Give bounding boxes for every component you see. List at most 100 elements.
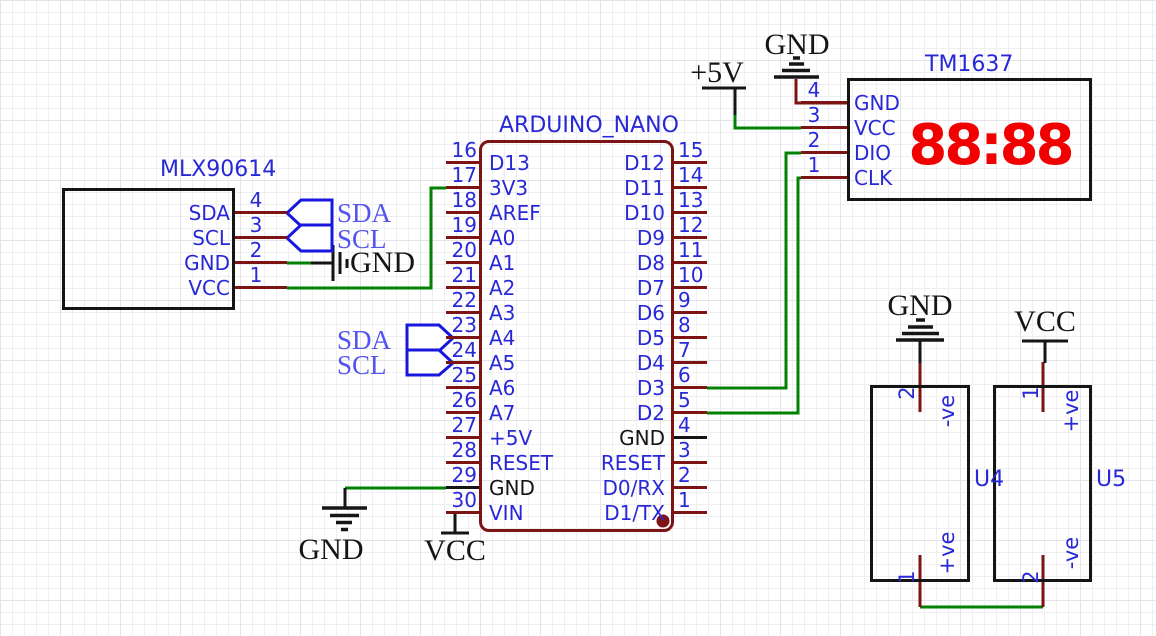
netflag-nano-scl[interactable] bbox=[405, 348, 456, 377]
tm1637-title: TM1637 bbox=[925, 52, 1014, 77]
netflag-nano-sda[interactable] bbox=[405, 323, 456, 353]
mlx-pin-label: SCL bbox=[192, 226, 230, 250]
u4-bottom-pin-label: +ve bbox=[935, 531, 959, 575]
tm1637-pin-number: 2 bbox=[807, 128, 821, 152]
nano-left-pin-stub[interactable] bbox=[446, 236, 479, 239]
wire-mlx-vcc-to-3v3[interactable] bbox=[287, 186, 446, 290]
mlx-pin-number: 1 bbox=[249, 263, 263, 287]
nano-right-pin-stub[interactable] bbox=[674, 186, 707, 189]
tm1637-pin-number: 3 bbox=[807, 103, 821, 127]
nano-right-pin-label: RESET bbox=[600, 451, 665, 475]
gnd-symbol-bottom[interactable] bbox=[322, 506, 367, 532]
nano-left-pin-stub[interactable] bbox=[446, 511, 479, 514]
nano-left-pin-label: AREF bbox=[489, 201, 541, 225]
nano-right-pin-number: 11 bbox=[678, 238, 704, 262]
netlabel-nano-sda-text: SDA bbox=[337, 325, 392, 355]
mlx-pin-stub[interactable] bbox=[235, 261, 287, 264]
nano-left-pin-stub[interactable] bbox=[446, 261, 479, 264]
gnd-symbol-u4[interactable] bbox=[896, 318, 944, 342]
mlx-pin-stub[interactable] bbox=[235, 236, 287, 239]
nano-left-pin-stub[interactable] bbox=[446, 211, 479, 214]
gnd-symbol-top[interactable] bbox=[774, 56, 819, 79]
nano-right-pin-label: D0/RX bbox=[602, 476, 665, 500]
tm1637-pin-stub[interactable] bbox=[801, 101, 847, 104]
tm1637-pin-stub[interactable] bbox=[801, 151, 847, 154]
nano-left-pin-number: 26 bbox=[451, 388, 477, 412]
u5-bottom-pin-number: 2 bbox=[1019, 570, 1043, 584]
nano-left-pin-number: 29 bbox=[451, 463, 477, 487]
gnd-bottom-text: GND bbox=[298, 533, 364, 566]
nano-left-pin-stub[interactable] bbox=[446, 311, 479, 314]
nano-left-pin-stub[interactable] bbox=[446, 161, 479, 164]
nano-right-pin-label: D12 bbox=[624, 151, 665, 175]
nano-left-pin-number: 20 bbox=[451, 238, 477, 262]
nano-left-pin-stub[interactable] bbox=[446, 286, 479, 289]
nano-right-pin-stub[interactable] bbox=[674, 461, 707, 464]
nano-left-pin-stub[interactable] bbox=[446, 386, 479, 389]
tm1637-body[interactable] bbox=[847, 78, 1092, 201]
netlabel-nano-scl-text: SCL bbox=[337, 350, 387, 380]
nano-right-pin-stub[interactable] bbox=[674, 236, 707, 239]
netflag-mlx-sda[interactable] bbox=[284, 198, 334, 228]
nano-right-pin-stub[interactable] bbox=[674, 311, 707, 314]
tm1637-pin-stub[interactable] bbox=[801, 126, 847, 129]
nano-right-pin-label: D11 bbox=[624, 176, 665, 200]
mlx90614-body[interactable] bbox=[62, 188, 235, 310]
arduino-title: ARDUINO_NANO bbox=[499, 113, 679, 138]
wire-5v-to-vcc[interactable] bbox=[733, 114, 801, 130]
tm1637-pin-number: 1 bbox=[807, 153, 821, 177]
nano-left-pin-label: D13 bbox=[489, 151, 530, 175]
mlx-pin-number: 3 bbox=[249, 213, 263, 237]
u5-body[interactable] bbox=[993, 385, 1092, 582]
nano-left-pin-stub[interactable] bbox=[446, 486, 479, 489]
nano-left-pin-number: 27 bbox=[451, 413, 477, 437]
nano-right-pin-stub[interactable] bbox=[674, 261, 707, 264]
nano-right-pin-number: 2 bbox=[678, 463, 691, 487]
nano-right-pin-label: D4 bbox=[636, 351, 665, 375]
nano-right-pin-number: 6 bbox=[678, 363, 691, 387]
wire-d3-to-dio[interactable] bbox=[707, 151, 801, 390]
nano-left-pin-stub[interactable] bbox=[446, 336, 479, 339]
tm1637-pin-stub[interactable] bbox=[801, 176, 847, 179]
nano-right-pin-stub[interactable] bbox=[674, 336, 707, 339]
nano-right-pin-number: 3 bbox=[678, 438, 691, 462]
nano-left-pin-stub[interactable] bbox=[446, 186, 479, 189]
u5-top-pin-label: +ve bbox=[1059, 389, 1083, 433]
nano-right-pin-label: D7 bbox=[636, 276, 665, 300]
mlx-pin-stub[interactable] bbox=[235, 211, 287, 214]
nano-right-pin-label: GND bbox=[619, 426, 665, 450]
nano-left-pin-number: 25 bbox=[451, 363, 477, 387]
nano-right-pin-number: 14 bbox=[678, 163, 704, 187]
nano-left-pin-stub[interactable] bbox=[446, 411, 479, 414]
netflag-mlx-scl[interactable] bbox=[284, 223, 334, 253]
nano-left-pin-stub[interactable] bbox=[446, 436, 479, 439]
nano-right-pin-number: 8 bbox=[678, 313, 691, 337]
nano-left-pin-label: 3V3 bbox=[489, 176, 529, 200]
nano-right-pin-stub[interactable] bbox=[674, 286, 707, 289]
seven-segment-display: 88:88 bbox=[908, 113, 1074, 178]
gnd-mlx-text: GND bbox=[350, 246, 415, 279]
nano-right-pin-stub[interactable] bbox=[674, 486, 707, 489]
nano-right-pin-label: D6 bbox=[636, 301, 665, 325]
nano-right-pin-stub[interactable] bbox=[674, 511, 707, 514]
nano-right-pin-stub[interactable] bbox=[674, 211, 707, 214]
mlx-pin-stub[interactable] bbox=[235, 286, 287, 289]
nano-right-pin-stub[interactable] bbox=[674, 436, 707, 439]
mlx90614-title: MLX90614 bbox=[160, 157, 277, 182]
u4-bottom-pin-number: 1 bbox=[895, 570, 919, 584]
nano-right-pin-stub[interactable] bbox=[674, 411, 707, 414]
arduino-nano-body[interactable] bbox=[479, 140, 674, 532]
nano-left-pin-number: 22 bbox=[451, 288, 477, 312]
u4-body[interactable] bbox=[870, 385, 970, 582]
wire-d2-to-clk[interactable] bbox=[707, 176, 801, 415]
nano-right-pin-stub[interactable] bbox=[674, 386, 707, 389]
nano-right-pin-stub[interactable] bbox=[674, 361, 707, 364]
netlabel-mlx-sda-text: SDA bbox=[337, 198, 392, 228]
nano-right-pin-stub[interactable] bbox=[674, 161, 707, 164]
u5-label: U5 bbox=[1096, 467, 1127, 492]
nano-right-pin-number: 1 bbox=[678, 488, 691, 512]
nano-left-pin-label: A2 bbox=[489, 276, 516, 300]
nano-left-pin-stub[interactable] bbox=[446, 361, 479, 364]
nano-left-pin-stub[interactable] bbox=[446, 461, 479, 464]
